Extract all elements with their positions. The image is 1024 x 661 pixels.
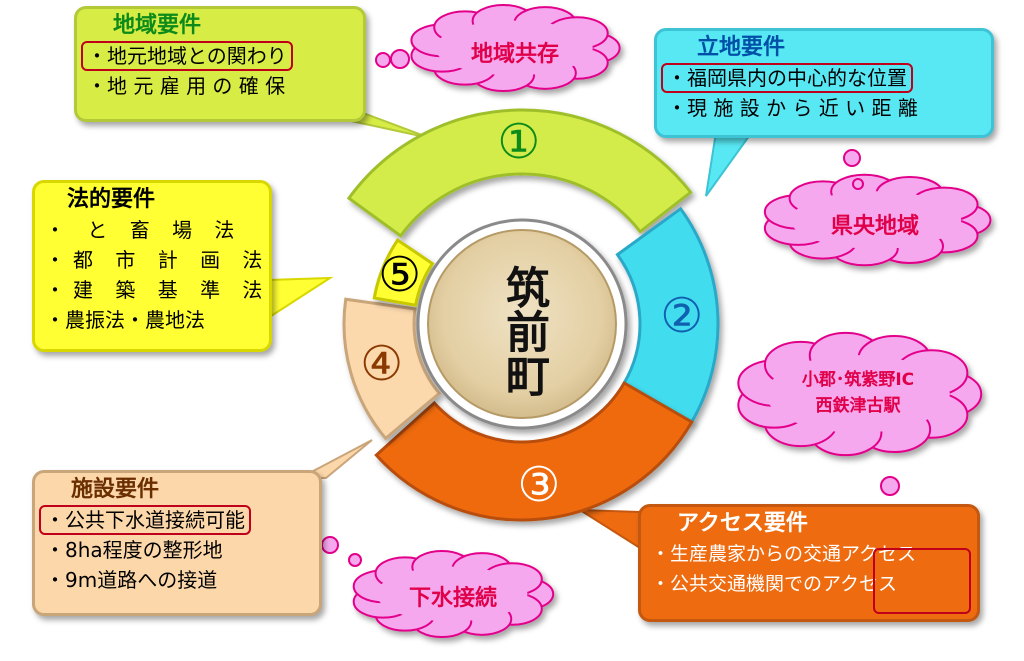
box-houteki-item-1: ・ と 畜 場 法 xyxy=(45,218,243,242)
box-shisetsu-item-1: ・公共下水道接続可能 xyxy=(39,505,251,535)
box-houteki-requirements: 法的要件 ・ と 畜 場 法 ・都 市 計 画 法 ・建 築 基 準 法 ・農振… xyxy=(32,180,272,352)
box-ricchi-requirements: 立地要件 ・福岡県内の中心的な位置 ・現 施 設 か ら 近 い 距 離 xyxy=(654,28,994,138)
cloud-shape-gesui xyxy=(352,549,555,639)
ring-segment-3 xyxy=(374,380,694,522)
box-ricchi-item-1: ・福岡県内の中心的な位置 xyxy=(661,63,913,93)
segment-number-2: ② xyxy=(660,287,704,344)
box-access-item-2: ・公共交通機関でのアクセス xyxy=(651,573,898,595)
cloud-gesui: 下水接続 xyxy=(408,586,497,611)
box-chiiki-item-1: ・地元地域との関わり xyxy=(81,41,293,71)
pointer-houteki xyxy=(267,276,334,320)
box-shisetsu-title: 施設要件 xyxy=(71,477,160,502)
ring-segments xyxy=(342,108,720,522)
box-chiiki-requirements: 地域要件 ・地元地域との関わり ・地 元 雇 用 の 確 保 xyxy=(74,6,366,122)
cloud-bubble-b1 xyxy=(843,149,861,167)
segment-number-5: ⑤ xyxy=(378,246,422,303)
cloud-access-line-2: 西鉄津古駅 xyxy=(815,396,901,416)
box-ricchi-item-2: ・現 施 設 か ら 近 い 距 離 xyxy=(667,96,918,120)
segment-number-3: ③ xyxy=(517,457,561,514)
cloud-shape-access xyxy=(737,331,983,457)
cloud-bubble-b2 xyxy=(852,178,864,190)
cloud-bubble-a2 xyxy=(390,49,410,69)
clouds xyxy=(321,3,992,639)
pointer-access xyxy=(576,508,641,550)
box-shisetsu-item-2: ・8ha程度の整形地 xyxy=(45,538,223,562)
cloud-shape-chiiki-kyouzon xyxy=(410,3,621,93)
pointer-ricchi xyxy=(705,131,754,197)
box-access-requirements: アクセス要件 ・生産農家からの交通アクセス ・公共交通機関でのアクセス xyxy=(638,504,980,622)
cloud-access-line-1: 小郡･筑紫野IC xyxy=(801,370,915,390)
center-disc xyxy=(427,229,617,419)
box-houteki-item-4: ・農振法・農地法 xyxy=(45,308,205,332)
segment-number-1: ① xyxy=(497,114,541,171)
ring-segment-5 xyxy=(372,238,435,307)
access-highlight-frame xyxy=(873,548,971,614)
cloud-bubble-c1 xyxy=(880,476,900,496)
ring-segment-1 xyxy=(346,108,693,238)
cloud-shape-kenou-chiiki xyxy=(763,173,992,267)
box-access-item-1: ・生産農家からの交通アクセス xyxy=(651,543,917,565)
ring-segment-4 xyxy=(342,297,442,441)
box-shisetsu-requirements: 施設要件 ・公共下水道接続可能 ・8ha程度の整形地 ・9m道路への接道 xyxy=(32,470,322,616)
box-houteki-item-3: ・建 築 基 準 法 xyxy=(45,278,271,302)
cloud-bubble-d2 xyxy=(348,553,362,567)
box-chiiki-title: 地域要件 xyxy=(113,13,202,38)
center-label: 筑前町 xyxy=(498,265,549,397)
segment-number-4: ④ xyxy=(360,336,404,393)
box-access-title: アクセス要件 xyxy=(677,511,808,536)
cloud-chiiki-kyouzon: 地域共存 xyxy=(470,42,559,67)
box-ricchi-title: 立地要件 xyxy=(697,35,786,60)
cloud-bubble-a1 xyxy=(375,52,391,68)
cloud-bubble-d1 xyxy=(321,536,339,554)
box-chiiki-item-2: ・地 元 雇 用 の 確 保 xyxy=(87,74,286,98)
box-houteki-title: 法的要件 xyxy=(67,187,156,212)
box-houteki-item-2: ・都 市 計 画 法 xyxy=(45,248,271,272)
box-shisetsu-item-3: ・9m道路への接道 xyxy=(45,568,218,592)
cloud-kenou-chiiki: 県央地域 xyxy=(830,214,919,239)
